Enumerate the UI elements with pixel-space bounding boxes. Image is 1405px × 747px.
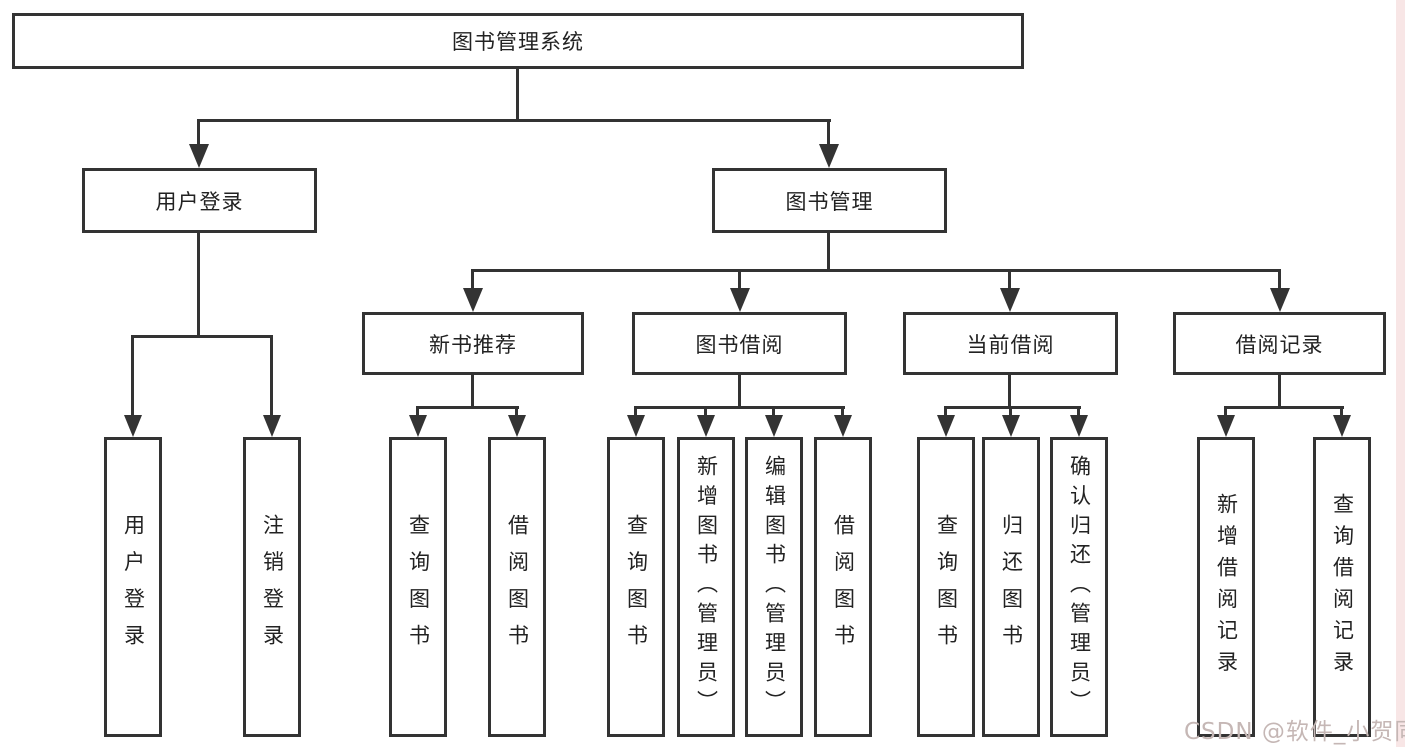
connector-user-login-drop [197, 119, 200, 147]
node-book-borrow: 图书借阅 [632, 312, 847, 375]
connector-book-mgmt-drop [827, 119, 830, 147]
arrow-down-icon [1070, 415, 1088, 437]
node-current-borrow: 当前借阅 [903, 312, 1118, 375]
arrow-down-icon [124, 415, 142, 437]
leaf-borrow-book: 借阅图书 [814, 437, 872, 737]
connector-leaf-drop [1009, 406, 1012, 418]
node-new-book-recommend: 新书推荐 [362, 312, 584, 375]
connector-leaf-drop [416, 406, 419, 418]
connector-newbook-stem [471, 375, 474, 409]
connector-leaf-drop [772, 406, 775, 418]
leaf-logout: 注销登录 [243, 437, 301, 737]
leaf-label: 新增图书（管理员） [694, 454, 719, 720]
watermark: CSDN @软件_小贺同学 [1184, 719, 1405, 745]
leaf-return-book: 归还图书 [982, 437, 1040, 737]
leaf-label: 查询图书 [934, 513, 959, 661]
arrow-down-icon [1217, 415, 1235, 437]
arrow-down-icon [189, 144, 209, 168]
connector-user-login-bar [131, 335, 273, 338]
leaf-borrow-book-recommend: 借阅图书 [488, 437, 546, 737]
leaf-query-borrow-record: 查询借阅记录 [1313, 437, 1371, 737]
arrow-down-icon [263, 415, 281, 437]
connector-l3-drop [1008, 269, 1011, 291]
arrow-down-icon [937, 415, 955, 437]
connector-book-mgmt-bar [471, 269, 1281, 272]
connector-l3-drop [471, 269, 474, 291]
leaf-user-login: 用户登录 [104, 437, 162, 737]
arrow-down-icon [409, 415, 427, 437]
leaf-label: 借阅图书 [505, 513, 530, 661]
arrow-down-icon [1333, 415, 1351, 437]
connector-leaf-drop [1340, 406, 1343, 418]
node-book-management: 图书管理 [712, 168, 947, 233]
leaf-query-book-recommend: 查询图书 [389, 437, 447, 737]
connector-bookborrow-bar [634, 406, 845, 409]
leaf-label: 借阅图书 [831, 513, 856, 661]
leaf-label: 归还图书 [999, 513, 1024, 661]
connector-leaf-drop [131, 335, 134, 417]
arrow-down-icon [697, 415, 715, 437]
node-library-management-system: 图书管理系统 [12, 13, 1024, 69]
leaf-edit-book-admin: 编辑图书（管理员） [745, 437, 803, 737]
connector-leaf-drop [841, 406, 844, 418]
connector-currentborrow-stem [1008, 375, 1011, 409]
connector-book-mgmt-stem [827, 233, 830, 272]
connector-root-bar [197, 119, 831, 122]
leaf-query-book-borrow: 查询图书 [607, 437, 665, 737]
leaf-query-book-current: 查询图书 [917, 437, 975, 737]
leaf-label: 查询借阅记录 [1330, 492, 1355, 682]
connector-leaf-drop [634, 406, 637, 418]
connector-user-login-stem [197, 233, 200, 338]
leaf-label: 用户登录 [121, 513, 146, 661]
leaf-label: 编辑图书（管理员） [762, 454, 787, 720]
arrow-down-icon [819, 144, 839, 168]
leaf-add-book-admin: 新增图书（管理员） [677, 437, 735, 737]
connector-newbook-bar [416, 406, 519, 409]
connector-leaf-drop [1224, 406, 1227, 418]
arrow-down-icon [1270, 288, 1290, 312]
leaf-confirm-return-admin: 确认归还（管理员） [1050, 437, 1108, 737]
connector-currentborrow-bar [944, 406, 1081, 409]
connector-borrowrecord-stem [1278, 375, 1281, 409]
right-edge-strip [1396, 0, 1405, 747]
connector-l3-drop [738, 269, 741, 291]
arrow-down-icon [730, 288, 750, 312]
leaf-label: 注销登录 [260, 513, 285, 661]
connector-leaf-drop [1077, 406, 1080, 418]
leaf-label: 确认归还（管理员） [1067, 454, 1092, 720]
arrow-down-icon [627, 415, 645, 437]
leaf-label: 新增借阅记录 [1214, 492, 1239, 682]
node-borrow-records: 借阅记录 [1173, 312, 1386, 375]
connector-l3-drop [1278, 269, 1281, 291]
connector-root-stem [516, 69, 519, 122]
arrow-down-icon [1002, 415, 1020, 437]
connector-leaf-drop [704, 406, 707, 418]
arrow-down-icon [508, 415, 526, 437]
connector-leaf-drop [944, 406, 947, 418]
arrow-down-icon [1000, 288, 1020, 312]
connector-leaf-drop [270, 335, 273, 417]
leaf-label: 查询图书 [406, 513, 431, 661]
leaf-add-borrow-record: 新增借阅记录 [1197, 437, 1255, 737]
arrow-down-icon [463, 288, 483, 312]
arrow-down-icon [765, 415, 783, 437]
arrow-down-icon [834, 415, 852, 437]
connector-borrowrecord-bar [1224, 406, 1344, 409]
connector-leaf-drop [515, 406, 518, 418]
node-user-login: 用户登录 [82, 168, 317, 233]
leaf-label: 查询图书 [624, 513, 649, 661]
connector-bookborrow-stem [738, 375, 741, 409]
